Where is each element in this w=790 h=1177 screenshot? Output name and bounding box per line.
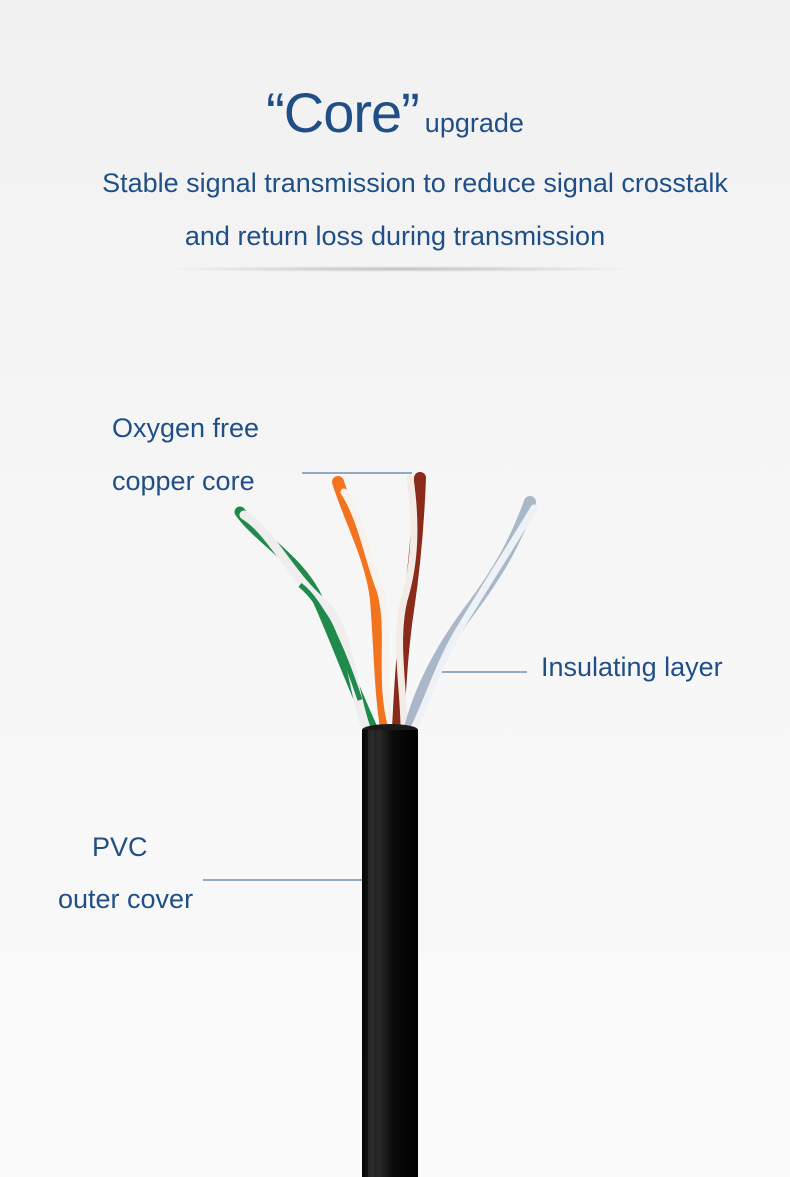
subtitle-line-2: and return loss during transmission: [184, 221, 606, 251]
green-twisted-pair: [234, 506, 378, 734]
insulation-label: Insulating layer: [541, 652, 723, 682]
headline-core: “Core”: [266, 81, 420, 144]
subtitle-line-1: Stable signal transmission to reduce sig…: [102, 168, 728, 198]
divider-shadow: [160, 266, 640, 272]
copper-label-line-2: copper core: [112, 466, 255, 496]
headline-upgrade: upgrade: [424, 108, 524, 138]
cable-jacket: [362, 724, 418, 1177]
copper-label-line-1: Oxygen free: [112, 413, 260, 443]
headline: “Core”upgrade: [0, 80, 790, 145]
orange-twisted-pair: [332, 476, 396, 734]
pvc-label-line-1: PVC: [92, 832, 148, 862]
blue-twisted-pair: [404, 496, 538, 734]
brown-twisted-pair: [392, 472, 426, 734]
pvc-label-line-2: outer cover: [58, 884, 194, 914]
